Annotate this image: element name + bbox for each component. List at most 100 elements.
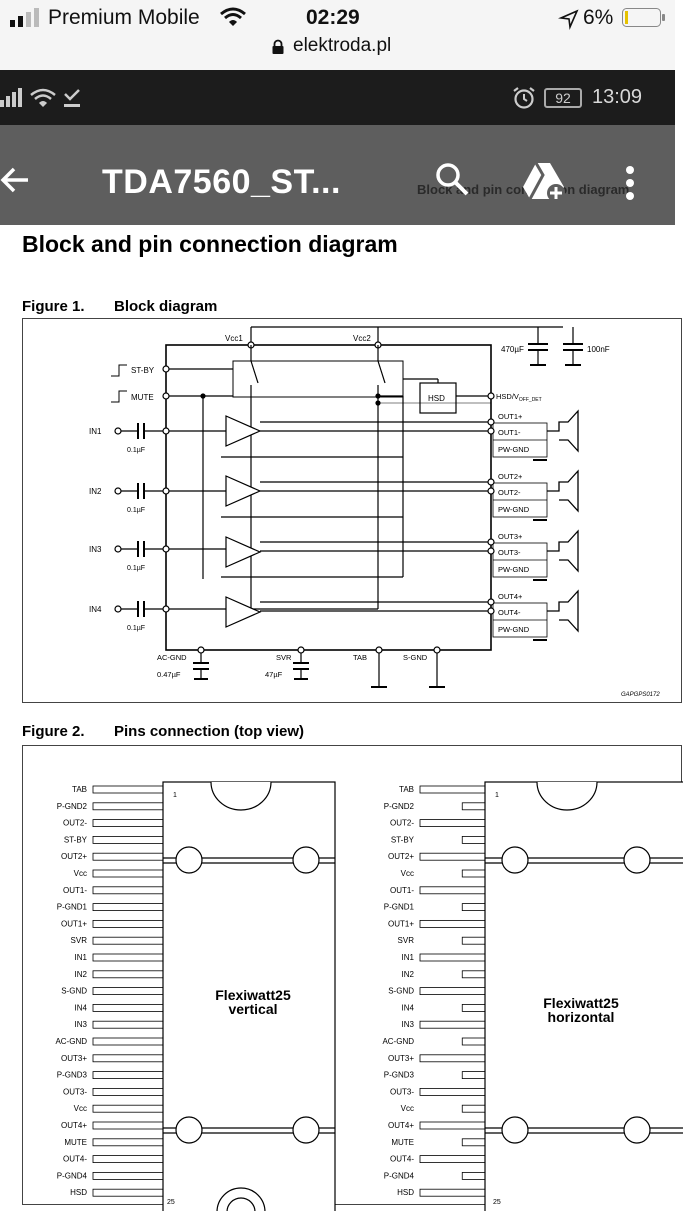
cap-470uf-label: 470µF bbox=[501, 345, 524, 354]
horizontal-pin-label: OUT3- bbox=[390, 1087, 414, 1096]
pins-svg: TABP-GND2OUT2-ST-BYOUT2+VccOUT1-P-GND1OU… bbox=[55, 781, 683, 1211]
vertical-pin-label: OUT1- bbox=[63, 886, 87, 895]
vertical-pin-lead bbox=[92, 1037, 164, 1046]
ac-cap-label: 0.47µF bbox=[157, 670, 181, 679]
horizontal-pin-lead bbox=[461, 802, 486, 811]
vertical-pin-lead bbox=[92, 1138, 164, 1147]
horizontal-pin-lead bbox=[419, 1121, 486, 1130]
background-heading-text: Block and pin connection diagram bbox=[417, 182, 630, 197]
horizontal-pin-lead bbox=[419, 953, 486, 962]
wifi-icon bbox=[220, 7, 246, 26]
vertical-package-type: vertical bbox=[228, 1001, 277, 1017]
url-text[interactable]: elektroda.pl bbox=[293, 35, 392, 56]
vertical-pin-label: OUT3+ bbox=[61, 1054, 87, 1063]
horizontal-pin-lead bbox=[461, 1037, 486, 1046]
drive-add-icon[interactable] bbox=[522, 161, 566, 202]
in3-label: IN3 bbox=[89, 545, 102, 554]
vertical-pin-lead bbox=[92, 953, 164, 962]
location-icon bbox=[558, 9, 579, 30]
horizontal-pin-label: AC-GND bbox=[382, 1037, 414, 1046]
vertical-pin-lead bbox=[92, 1171, 164, 1180]
section-heading: Block and pin connection diagram bbox=[22, 231, 398, 257]
search-icon[interactable] bbox=[434, 161, 470, 197]
out2p-label: OUT2+ bbox=[498, 472, 523, 481]
horizontal-pin-lead bbox=[419, 785, 486, 794]
vertical-pin-label: SVR bbox=[71, 936, 88, 945]
vertical-pin-label: OUT1+ bbox=[61, 919, 87, 928]
alarm-icon bbox=[513, 87, 535, 109]
package-vertical: TABP-GND2OUT2-ST-BYOUT2+VccOUT1-P-GND1OU… bbox=[55, 781, 336, 1211]
in1-cap-label: 0.1µF bbox=[127, 447, 145, 454]
input-lines bbox=[114, 423, 226, 617]
vertical-pin-lead bbox=[92, 802, 164, 811]
horizontal-pin-lead bbox=[419, 919, 486, 928]
horizontal-pin-label: ST-BY bbox=[391, 835, 415, 844]
back-arrow-icon[interactable] bbox=[0, 165, 30, 195]
horizontal-pin-label: OUT1+ bbox=[388, 919, 414, 928]
vertical-pin-label: IN2 bbox=[75, 970, 88, 979]
horizontal-pin-label: OUT2+ bbox=[388, 852, 414, 861]
svr-cap-label: 47µF bbox=[265, 670, 283, 679]
wifi-icon bbox=[30, 88, 56, 107]
horizontal-pin-label: TAB bbox=[399, 785, 414, 794]
vertical-pin-last: 25 bbox=[167, 1199, 175, 1206]
horizontal-pin-last: 25 bbox=[493, 1199, 501, 1206]
vertical-pin-label: S-GND bbox=[61, 987, 87, 996]
vertical-pin-label: IN3 bbox=[75, 1020, 88, 1029]
horizontal-pin-label: MUTE bbox=[391, 1138, 414, 1147]
vertical-pin-label: P-GND2 bbox=[57, 802, 88, 811]
out3p-label: OUT3+ bbox=[498, 532, 523, 541]
vertical-pin-label: OUT2+ bbox=[61, 852, 87, 861]
out1p-label: OUT1+ bbox=[498, 412, 523, 421]
horizontal-pin-label: IN1 bbox=[402, 953, 415, 962]
vertical-pin-lead bbox=[92, 970, 164, 979]
vcc2-label: Vcc2 bbox=[353, 334, 371, 343]
horizontal-pin-label: HSD bbox=[397, 1188, 414, 1197]
figure1-label: Figure 1. bbox=[22, 298, 85, 315]
vertical-pin-label: Vcc bbox=[74, 869, 87, 878]
vertical-pin-label: ST-BY bbox=[64, 835, 88, 844]
horizontal-pin-lead bbox=[419, 987, 486, 996]
vertical-pin-lead bbox=[92, 1121, 164, 1130]
tab-label: TAB bbox=[353, 653, 367, 662]
package-horizontal: TABP-GND2OUT2-ST-BYOUT2+VccOUT1-P-GND1OU… bbox=[382, 781, 683, 1211]
horizontal-pin-lead bbox=[419, 1020, 486, 1029]
more-options-icon[interactable] bbox=[624, 165, 636, 201]
battery-percent: 6% bbox=[583, 6, 614, 29]
horizontal-pin-label: P-GND3 bbox=[384, 1071, 415, 1080]
horizontal-pin-label: IN4 bbox=[402, 1003, 415, 1012]
vertical-pin-lead bbox=[92, 903, 164, 912]
horizontal-pin-lead bbox=[419, 886, 486, 895]
vertical-pin-label: IN1 bbox=[75, 953, 88, 962]
vertical-pin-label: AC-GND bbox=[55, 1037, 87, 1046]
vertical-pin-lead bbox=[92, 919, 164, 928]
vertical-package-name: Flexiwatt25 bbox=[215, 987, 291, 1003]
out2n-label: OUT2- bbox=[498, 488, 521, 497]
svr-label: SVR bbox=[276, 653, 292, 662]
pwgnd2-label: PW-GND bbox=[498, 505, 530, 514]
vertical-pin-label: OUT2- bbox=[63, 819, 87, 828]
pwgnd1-label: PW-GND bbox=[498, 445, 530, 454]
horizontal-pin-lead bbox=[419, 1054, 486, 1063]
horizontal-pin-lead bbox=[461, 1138, 486, 1147]
vcc1-label: Vcc1 bbox=[225, 334, 243, 343]
horizontal-pin-lead bbox=[419, 1087, 486, 1096]
hsd-vdet-sub: OFF_DET bbox=[519, 397, 542, 403]
vertical-pin-label: HSD bbox=[70, 1188, 87, 1197]
out1n-label: OUT1- bbox=[498, 428, 521, 437]
vertical-pin-lead bbox=[92, 836, 164, 844]
st-by-label: ST-BY bbox=[131, 366, 155, 375]
vertical-pin-lead bbox=[92, 936, 164, 945]
amplifier-channels bbox=[225, 415, 262, 628]
out4n-label: OUT4- bbox=[498, 608, 521, 617]
horizontal-pin-label: Vcc bbox=[401, 1104, 414, 1113]
hsd-vdet-label: HSD/V bbox=[496, 392, 519, 401]
lock-icon bbox=[272, 39, 284, 54]
vertical-pin-lead bbox=[92, 852, 164, 861]
figure1-title: Block diagram bbox=[114, 298, 218, 315]
horizontal-pin-label: SVR bbox=[398, 936, 415, 945]
figure2-label: Figure 2. bbox=[22, 723, 85, 740]
in4-cap-label: 0.1µF bbox=[127, 625, 145, 632]
output-labels: OUT1+ OUT1- PW-GND OUT2+ OUT2- PW-GND OU… bbox=[498, 412, 530, 634]
vertical-pin-label: OUT3- bbox=[63, 1087, 87, 1096]
